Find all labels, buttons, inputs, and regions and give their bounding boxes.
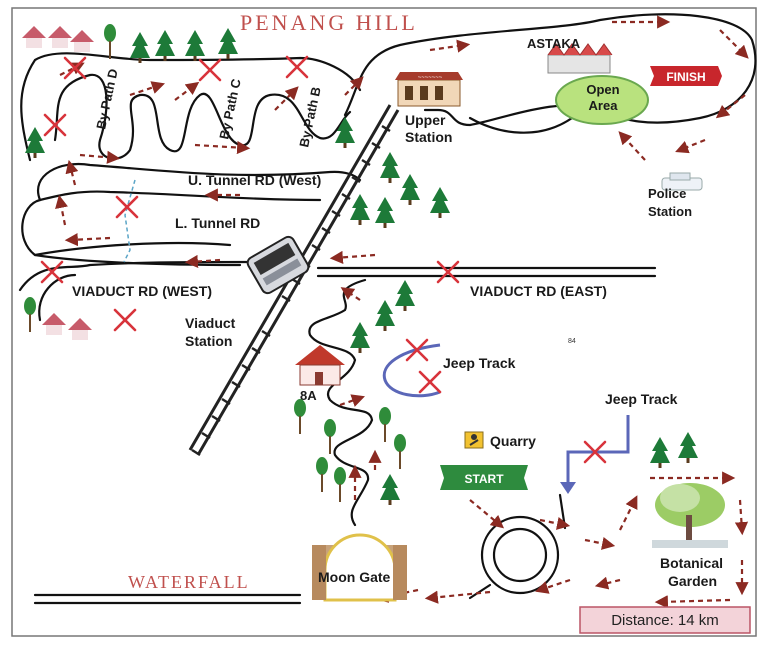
viaduct-east-label: VIADUCT RD (EAST) [470, 283, 607, 299]
x-mark [285, 55, 309, 79]
jeep-track-arrow-head [560, 482, 576, 494]
waterfall-label: WATERFALL [128, 572, 250, 592]
quarry-icon [464, 431, 484, 449]
quarry-label: Quarry [490, 433, 536, 449]
funicular-car [246, 235, 310, 295]
jeep-track-line-2 [566, 415, 630, 485]
astaka-label: ASTAKA [527, 36, 581, 51]
x-mark [418, 370, 442, 394]
x-mark [40, 260, 64, 284]
upper-station-label-2: Station [405, 129, 452, 145]
astaka-building [547, 43, 613, 74]
viaduct-station-label: Viaduct [185, 315, 236, 331]
start-label: START [464, 472, 504, 486]
distance-label: Distance: 14 km [611, 612, 719, 629]
map-title: PENANG HILL [240, 10, 418, 35]
x-mark [115, 195, 139, 219]
lower-tunnel-road-label: L. Tunnel RD [175, 215, 260, 231]
distance-box: Distance: 14 km [579, 606, 751, 634]
funicular-railway [188, 104, 400, 457]
upper-station-label: Upper [405, 112, 446, 128]
x-mark [113, 308, 137, 332]
open-area-label-2: Area [589, 98, 619, 113]
houses-bottom-left [42, 313, 92, 340]
police-station-label-2: Station [648, 204, 692, 219]
jeep-track-label: Jeep Track [443, 355, 516, 371]
upper-station-building: ~~~~~~~ [395, 72, 463, 107]
upper-station-sign: ~~~~~~~ [418, 75, 443, 81]
viaduct-west-label: VIADUCT RD (WEST) [72, 283, 212, 299]
botanical-garden-label: Botanical [660, 555, 723, 571]
moon-gate-icon [312, 533, 407, 602]
open-area: Open Area [555, 75, 649, 125]
house-8a-label: 8A [300, 388, 317, 403]
start-banner: START [440, 465, 528, 490]
jeep-track-line [382, 343, 441, 398]
map-number: 84 [568, 338, 576, 345]
x-mark [63, 56, 87, 80]
x-mark [198, 58, 222, 82]
open-area-label: Open [586, 82, 619, 97]
house-8a [295, 345, 345, 386]
x-mark [436, 260, 460, 284]
finish-banner: FINISH [650, 66, 722, 86]
police-car-icon [661, 172, 703, 191]
botanical-garden-icon [652, 483, 728, 548]
by-path-b-label: By Path B [296, 85, 323, 148]
by-path-c-label: By Path C [216, 77, 244, 141]
roads [18, 13, 757, 605]
viaduct-station-label-2: Station [185, 333, 232, 349]
route-arrows [55, 15, 749, 609]
upper-tunnel-road-label: U. Tunnel RD (West) [188, 172, 321, 188]
tunnel-connector [123, 179, 136, 263]
jeep-track-label-2: Jeep Track [605, 391, 678, 407]
x-mark [405, 338, 429, 362]
police-station-label: Police [648, 186, 686, 201]
closed-markers [40, 55, 607, 464]
finish-label: FINISH [666, 70, 705, 84]
map-frame [11, 7, 757, 637]
moon-gate-label: Moon Gate [318, 569, 391, 585]
houses-top-left [22, 26, 94, 52]
botanical-garden-label-2: Garden [668, 573, 717, 589]
